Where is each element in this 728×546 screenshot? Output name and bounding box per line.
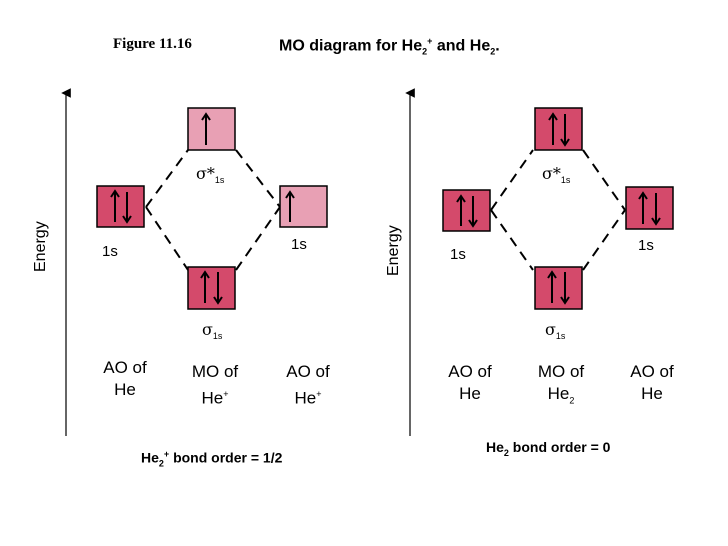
ao-label-1s: 1s: [291, 236, 307, 253]
electron-pair-icon: [456, 194, 478, 228]
sigma-star-label: σ*1s: [542, 164, 571, 186]
correlation-lines-right: [490, 149, 626, 271]
energy-axis-label-right: Energy: [385, 225, 402, 276]
orbital-box-sigma-left: [187, 266, 236, 310]
orbital-box-ao-right-1: [442, 189, 491, 232]
energy-axis-label-left: Energy: [32, 221, 49, 272]
figure-label: Figure 11.16: [113, 36, 192, 52]
diagram-title: MO diagram for He2+ and He2.: [279, 36, 500, 57]
orbital-box-ao-right-2: [625, 186, 674, 230]
correlation-lines-left: [145, 149, 281, 271]
electron-pair-icon: [110, 189, 132, 224]
electron-pair-icon: [638, 191, 661, 226]
electron-pair-icon: [200, 270, 223, 305]
sigma-label: σ1s: [202, 320, 223, 342]
orbital-box-sigma-star-left: [187, 107, 236, 151]
orbital-box-ao-left-2: [279, 185, 328, 228]
ao-label-1s: 1s: [450, 246, 466, 263]
sigma-label: σ1s: [545, 320, 566, 342]
orbital-box-sigma-star-right: [534, 107, 583, 151]
electron-up-icon: [285, 190, 295, 222]
electron-pair-icon: [548, 112, 570, 147]
electron-up-icon: [201, 112, 211, 145]
orbital-box-ao-left-1: [96, 185, 145, 228]
orbital-box-sigma-right: [534, 266, 583, 310]
sigma-star-label: σ*1s: [196, 164, 225, 186]
ao-label-1s: 1s: [638, 237, 654, 254]
electron-pair-icon: [547, 270, 570, 305]
bond-order-left: He2+ bond order = 1/2: [141, 449, 283, 469]
bond-order-right: He2 bond order = 0: [486, 439, 611, 458]
ao-label-1s: 1s: [102, 243, 118, 260]
